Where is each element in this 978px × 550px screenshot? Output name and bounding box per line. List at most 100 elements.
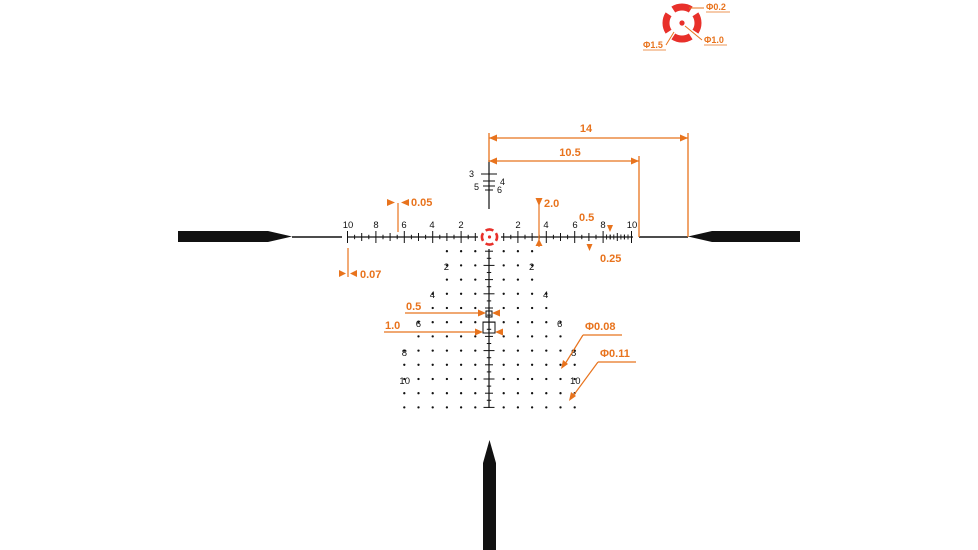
dim-box-1-0-label: 1.0 <box>385 320 400 332</box>
grid-dot <box>417 349 420 352</box>
grid-dot <box>445 349 449 352</box>
grid-dot <box>530 250 534 253</box>
inset-segmented-ring <box>662 3 702 43</box>
grid-dot <box>417 335 420 338</box>
grid-dot <box>445 292 449 295</box>
grid-dot <box>459 321 463 324</box>
dim-phi-0-11-leader <box>572 361 599 397</box>
h-label-right-2: 2 <box>515 220 520 231</box>
right-thick-post <box>688 231 800 242</box>
inset-outer-label: Φ0.2 <box>706 2 726 12</box>
grid-dot <box>502 349 505 352</box>
grid-dot <box>474 292 477 295</box>
grid-dot <box>431 392 434 395</box>
dim-2-0-arrow-up <box>535 239 543 246</box>
grid-dot <box>530 392 534 395</box>
grid-dot <box>559 377 562 381</box>
grid-dot <box>474 264 477 267</box>
dim-0-05-label: 0.05 <box>411 197 432 209</box>
grid-dot <box>545 406 548 409</box>
grid-dot <box>445 264 449 267</box>
dim-phi-0-08-leader <box>564 334 584 365</box>
vertical-scale-labels: 2 4 6 8 10 2 4 6 8 10 <box>399 262 580 387</box>
dim-14-arrow-left <box>489 134 497 142</box>
grid-dot <box>545 392 548 395</box>
upper-stadia-scale: 3 4 5 6 <box>469 169 505 195</box>
grid-dot <box>502 306 505 310</box>
grid-dot <box>403 377 406 381</box>
h-label-right-6: 6 <box>572 220 577 231</box>
grid-dot <box>502 264 505 267</box>
grid-dot <box>530 292 534 295</box>
grid-dot <box>459 349 463 352</box>
upper-stadia-label-3: 3 <box>469 169 474 179</box>
h-label-left-10: 10 <box>343 220 354 231</box>
dim-phi-0-11-label: Φ0.11 <box>600 348 630 360</box>
dim-box-0-5-label: 0.5 <box>406 301 421 313</box>
dim-14-label: 14 <box>580 123 593 135</box>
h-label-right-4: 4 <box>543 220 548 231</box>
dim-2-0-arrow-down <box>535 198 543 206</box>
grid-dot <box>502 392 505 395</box>
grid-dot <box>530 363 534 366</box>
grid-dot <box>445 392 449 395</box>
grid-dot <box>573 363 576 366</box>
dim-0-5-label: 0.5 <box>579 212 594 224</box>
grid-dot <box>474 349 477 352</box>
grid-dot <box>431 406 434 409</box>
center-ring-segment-1 <box>484 228 495 232</box>
center-segmented-ring <box>480 228 499 246</box>
v-label-left-10: 10 <box>399 376 410 387</box>
horizontal-scale-labels: 10 8 6 4 2 2 4 6 8 10 <box>343 220 638 231</box>
grid-dot <box>417 363 420 366</box>
grid-dot <box>459 392 463 395</box>
grid-dot <box>559 363 562 366</box>
grid-dot <box>403 363 406 366</box>
h-label-left-6: 6 <box>401 220 406 231</box>
dim-0-5-arrow <box>586 244 593 251</box>
grid-dot <box>474 363 477 366</box>
dim-0-25-arrow <box>607 225 613 232</box>
h-label-left-8: 8 <box>373 220 378 231</box>
grid-dot <box>474 335 477 338</box>
dim-phi-0-08-arrow <box>561 360 568 369</box>
grid-dot <box>502 250 505 253</box>
grid-dot <box>516 250 520 253</box>
grid-dot <box>431 306 434 310</box>
grid-dot <box>431 335 434 338</box>
grid-dot <box>474 306 477 310</box>
grid-dot <box>502 363 505 366</box>
v-label-right-10: 10 <box>570 376 581 387</box>
upper-stadia-label-4: 4 <box>500 177 505 187</box>
grid-dot <box>459 264 463 267</box>
grid-dot <box>417 392 420 395</box>
dim-0-25-label: 0.25 <box>600 253 621 265</box>
grid-dot <box>474 406 477 409</box>
grid-dot <box>445 406 449 409</box>
small-subtension-box <box>485 310 493 318</box>
dim-10-5-arrow-left <box>489 157 497 165</box>
upper-stadia-label-5: 5 <box>474 182 479 192</box>
grid-dot <box>559 406 562 409</box>
grid-dot <box>459 377 463 381</box>
dim-0-07-label: 0.07 <box>360 269 381 281</box>
center-ring-segment-3 <box>484 242 495 246</box>
v-label-right-4: 4 <box>543 290 548 301</box>
grid-dot <box>445 363 449 366</box>
grid-dot <box>459 406 463 409</box>
grid-dot <box>559 392 562 395</box>
v-label-left-2: 2 <box>444 262 449 273</box>
grid-dot <box>559 335 562 338</box>
grid-dot <box>417 321 420 324</box>
h-label-left-4: 4 <box>429 220 434 231</box>
bottom-thick-post <box>483 440 496 550</box>
grid-dot <box>545 335 548 338</box>
grid-dot <box>502 278 505 281</box>
grid-dot <box>530 264 534 267</box>
grid-dot <box>431 321 434 324</box>
dim-0-05-arrow-right <box>401 199 409 206</box>
grid-dot <box>459 335 463 338</box>
grid-dot <box>530 278 534 281</box>
horizontal-scale-ticks <box>347 231 632 243</box>
grid-dot <box>417 377 420 381</box>
